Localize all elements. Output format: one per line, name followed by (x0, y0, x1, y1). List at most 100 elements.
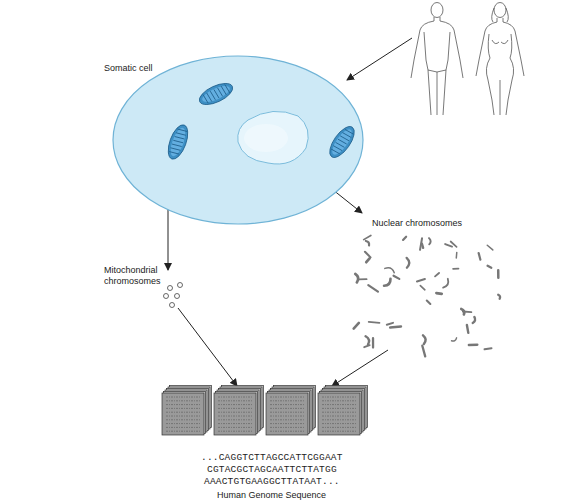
chromosome (452, 338, 457, 341)
sequence-texture (218, 404, 252, 405)
sequence-texture (270, 404, 304, 405)
sequence-line: AAACTGTGAAGGCTTATAAT... (204, 476, 340, 487)
sequence-texture (166, 419, 200, 420)
chromosome (384, 279, 390, 286)
chromosome (385, 268, 394, 273)
chromosome (422, 346, 425, 357)
chromosome (487, 245, 493, 250)
chromosome (422, 244, 423, 248)
chromosome (366, 241, 369, 245)
male-figure (411, 3, 463, 116)
sequence-texture (322, 427, 356, 428)
chromosome (403, 237, 406, 240)
sequence-texture (166, 404, 200, 405)
chromosome (488, 266, 492, 268)
sequence-texture (270, 412, 304, 413)
sequence-texture (322, 397, 356, 398)
sequence-texture (166, 400, 200, 401)
sequence-texture (322, 423, 356, 424)
caption-label: Nuclear chromosomes (372, 218, 462, 229)
chromosome (461, 309, 464, 315)
chromosome (372, 338, 374, 347)
chromosome (479, 253, 481, 260)
sequence-texture (166, 397, 200, 398)
sequence-texture (322, 419, 356, 420)
sequence-texture (270, 427, 304, 428)
chromosome (390, 326, 401, 327)
chromosome (456, 252, 458, 258)
chromosome (453, 268, 458, 270)
caption-label: Human Genome Sequence (217, 490, 326, 501)
sequence-texture (166, 412, 200, 413)
sequence-stack (162, 386, 368, 436)
chromosome (366, 258, 369, 262)
sequence-line: ...CAGGTCTTAGCCATTCGGAAT (201, 452, 343, 463)
chromosome (387, 323, 393, 325)
sequence-texture (166, 427, 200, 428)
cell-label: Somatic cell (104, 63, 153, 74)
sequence-texture (166, 431, 200, 432)
chromosome (420, 286, 424, 290)
sequence-texture (218, 416, 252, 417)
chromosome (435, 273, 439, 276)
sequence-texture (322, 404, 356, 405)
sequence-texture (218, 423, 252, 424)
chromosome (429, 238, 431, 244)
chromosome (445, 244, 452, 246)
chromosome (423, 335, 426, 344)
chromosome (364, 235, 371, 239)
caption-label: Mitochondrial chromosomes (104, 265, 174, 287)
chromosome (473, 317, 475, 323)
sequence-texture (270, 419, 304, 420)
chromosome (485, 348, 492, 349)
chromosome (355, 274, 358, 283)
sequence-texture (270, 423, 304, 424)
sequence-texture (218, 427, 252, 428)
sequence-texture (218, 400, 252, 401)
sequence-line: CGTACGCTAGCAATTCTTATGG (207, 464, 337, 475)
chromosome (365, 252, 371, 258)
chromosome (497, 270, 500, 278)
sequence-sheet (318, 393, 360, 435)
cell-node: Somatic cell (98, 50, 370, 232)
sequence-sheet (266, 393, 308, 435)
sequence-texture (322, 416, 356, 417)
sequence-texture (218, 408, 252, 409)
chromosome (366, 336, 369, 344)
sequence-sheet (162, 393, 204, 435)
sequence-texture (270, 416, 304, 417)
chromosome (394, 276, 400, 279)
chromosome (420, 238, 422, 250)
sequence-texture (218, 412, 252, 413)
sequence-texture (218, 397, 252, 398)
mitochondrial-dna (164, 283, 183, 308)
chromosome (417, 279, 425, 281)
sequence-texture (322, 431, 356, 432)
female-figure (476, 3, 524, 116)
chromosome (407, 258, 410, 268)
sequence-texture (322, 408, 356, 409)
sequence-texture (166, 416, 200, 417)
chromosome (436, 292, 441, 296)
sequence-texture (270, 431, 304, 432)
chromosome (427, 301, 431, 304)
chromosome (364, 345, 370, 347)
nuclear-chromosomes (354, 235, 500, 356)
chromosome (369, 321, 380, 324)
chromosome (498, 295, 500, 299)
sequence-texture (166, 423, 200, 424)
chromosome (443, 279, 448, 288)
chromosome (368, 285, 378, 292)
somatic-cell (98, 50, 370, 232)
sequence-texture (270, 397, 304, 398)
sequence-texture (322, 412, 356, 413)
chromosome (359, 278, 367, 280)
chromosome (467, 325, 468, 333)
sequence-texture (322, 400, 356, 401)
sequence-texture (218, 419, 252, 420)
sequence-texture (218, 431, 252, 432)
sequence-sheet (214, 393, 256, 435)
sequence-texture (270, 400, 304, 401)
chromosome (354, 323, 359, 329)
sequence-texture (270, 408, 304, 409)
